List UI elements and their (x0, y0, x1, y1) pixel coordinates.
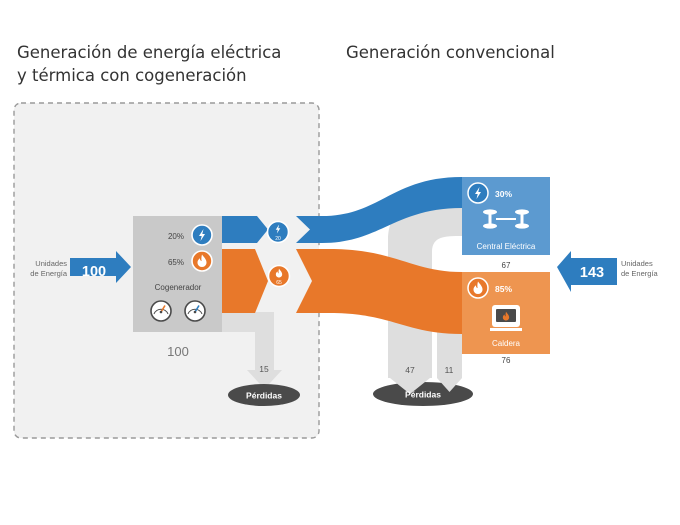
losses-ellipse-cogen (228, 384, 300, 406)
thermal-output-value: 65 (276, 280, 282, 286)
flow-blue-conventional (296, 177, 462, 243)
flow-grey-boiler-losses (437, 331, 462, 378)
flow-orange-conventional (296, 249, 462, 334)
power-plant-input-value: 67 (502, 261, 511, 270)
losses-label-conventional: Pérdidas (405, 390, 441, 400)
input-value-cogen: 100 (82, 264, 106, 280)
losses-arrow-power-plant (390, 378, 430, 394)
title-cogeneration-line1: Generación de energía eléctrica (17, 43, 282, 62)
title-cogeneration-line2: y térmica con cogeneración (17, 66, 247, 85)
boiler-label: Caldera (492, 339, 521, 348)
cogenerator-label: Cogenerador (155, 283, 202, 292)
losses-arrow-cogen (247, 370, 282, 389)
gauge-icon (150, 300, 172, 322)
title-conventional: Generación convencional (346, 43, 555, 62)
cogenerator-electric-pct: 20% (168, 232, 184, 241)
input-label-cogen-line1: Unidades (35, 259, 67, 268)
flow-orange-cogen (222, 249, 268, 313)
power-plant-label: Central Eléctrica (477, 242, 536, 251)
electric-output-value: 20 (275, 236, 281, 242)
flow-grey-cogen-losses (222, 312, 274, 370)
boiler-icon (490, 305, 522, 331)
losses-value-power-plant: 47 (405, 365, 415, 375)
power-plant-icon (483, 209, 529, 229)
gauge-icon (184, 300, 206, 322)
cogenerator-thermal-pct: 65% (168, 258, 184, 267)
boiler-input-value: 76 (502, 356, 511, 365)
cogeneration-total: 100 (167, 344, 189, 359)
flow-blue-cogen (222, 216, 268, 243)
losses-arrow-boiler (437, 378, 462, 392)
title-cogeneration: Generación de energía eléctrica y térmic… (17, 41, 281, 87)
input-label-conventional-line1: Unidades (621, 259, 653, 268)
input-label-cogen-line2: de Energía (30, 269, 68, 278)
boiler-efficiency: 85% (495, 284, 512, 294)
losses-value-cogen: 15 (259, 364, 269, 374)
input-arrow-cogen (70, 251, 131, 283)
electric-output-badge (266, 220, 290, 244)
losses-label-cogen: Pérdidas (246, 391, 282, 401)
power-plant-efficiency: 30% (495, 189, 512, 199)
input-arrow-conventional (557, 251, 617, 292)
losses-value-boiler: 11 (445, 365, 454, 375)
input-value-conventional: 143 (580, 265, 604, 281)
input-label-conventional-line2: de Energía (621, 269, 659, 278)
